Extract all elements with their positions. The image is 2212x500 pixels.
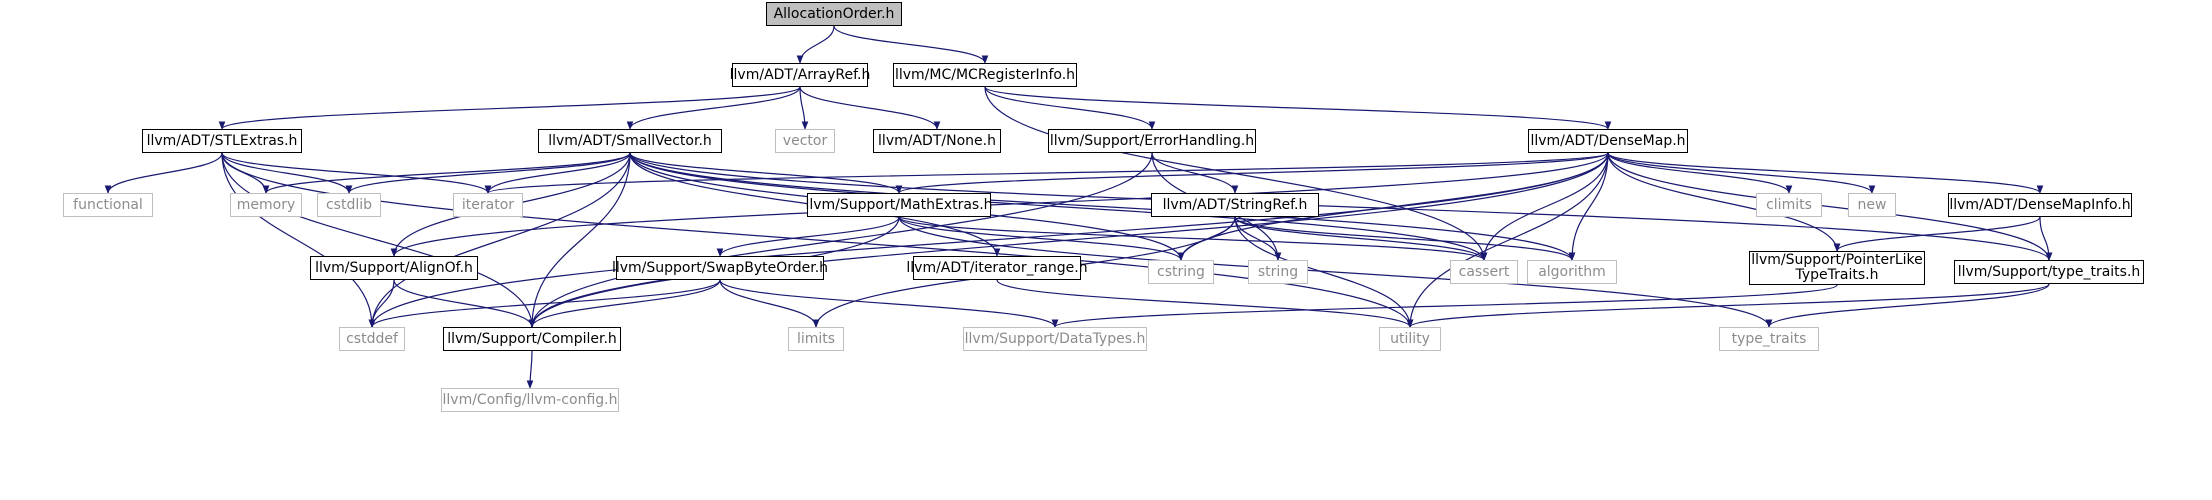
edge-errhand-to-stringref	[1151, 152, 1239, 194]
edge-alloc-to-mcreg	[833, 25, 989, 64]
node-algorithm: algorithm	[1527, 260, 1617, 284]
edge-typetraits_h-to-utility	[1406, 283, 2050, 328]
node-cstddef: cstddef	[339, 327, 405, 351]
edge-pointerlike-to-datatypes	[1051, 284, 1838, 328]
edge-densemapinfo-to-typetraits_h	[2039, 216, 2053, 261]
edge-stringref-to-utility	[1234, 216, 1414, 328]
edge-densemap-to-cstddef	[368, 152, 1609, 328]
node-cstdlib: cstdlib	[317, 193, 381, 217]
edge-arrayref-to-stlextras	[218, 86, 801, 130]
node-compiler[interactable]: llvm/Support/Compiler.h	[443, 327, 621, 351]
edge-swapbyte-to-cstddef	[368, 279, 721, 328]
node-climits: climits	[1756, 193, 1822, 217]
edge-densemap-to-densemapinfo	[1607, 152, 2044, 194]
node-utility: utility	[1379, 327, 1441, 351]
node-smallvec[interactable]: llvm/ADT/SmallVector.h	[538, 129, 722, 153]
edge-densemap-to-alignof	[390, 152, 1609, 257]
edge-smallvec-to-cassert	[629, 152, 1488, 261]
node-iterrange[interactable]: llvm/ADT/iterator_range.h	[906, 256, 1088, 280]
edge-densemap-to-algorithm	[1568, 152, 1609, 261]
node-densemap[interactable]: llvm/ADT/DenseMap.h	[1528, 129, 1688, 153]
node-mathextras[interactable]: llvm/Support/MathExtras.h	[805, 193, 993, 217]
edge-smallvec-to-algorithm	[629, 152, 1576, 261]
edge-arrayref-to-vector	[799, 86, 809, 130]
edge-stlextras-to-cstddef	[221, 152, 376, 328]
edge-stringref-to-algorithm	[1234, 216, 1576, 261]
node-cassert: cassert	[1450, 260, 1518, 284]
edge-stringref-to-cassert	[1234, 216, 1488, 261]
edge-alloc-to-arrayref	[796, 25, 835, 64]
edge-mcreg-to-errhand	[984, 86, 1156, 130]
node-mcreg[interactable]: llvm/MC/MCRegisterInfo.h	[893, 63, 1077, 87]
edge-densemap-to-pointerlike	[1607, 152, 1841, 252]
edge-swapbyte-to-limits	[719, 279, 820, 328]
node-type-traits: type_traits	[1719, 327, 1819, 351]
node-new: new	[1848, 193, 1896, 217]
edge-stlextras-to-functional	[104, 152, 223, 194]
edge-densemap-to-mathextras	[895, 152, 1609, 194]
edge-smallvec-to-cstdlib	[345, 152, 631, 194]
node-stlextras[interactable]: llvm/ADT/STLExtras.h	[142, 129, 302, 153]
edge-stlextras-to-cstdlib	[221, 152, 353, 194]
edge-densemap-to-climits	[1607, 152, 1793, 194]
edge-mathextras-to-swapbyte	[716, 216, 900, 257]
node-swapbyte[interactable]: llvm/Support/SwapByteOrder.h	[612, 256, 828, 280]
node-alloc[interactable]: AllocationOrder.h	[766, 2, 902, 26]
edge-smallvec-to-cstddef	[368, 152, 631, 328]
node-none[interactable]: llvm/ADT/None.h	[873, 129, 1001, 153]
node-limits: limits	[788, 327, 844, 351]
edge-typetraits_h-to-type_traits	[1765, 283, 2050, 328]
node-functional: functional	[63, 193, 153, 217]
edge-stlextras-to-utility	[221, 152, 1414, 328]
edge-densemap-to-compiler	[528, 152, 1609, 328]
node-errhand[interactable]: llvm/Support/ErrorHandling.h	[1048, 129, 1256, 153]
edge-iterrange-to-utility	[996, 279, 1414, 328]
edge-smallvec-to-memory	[262, 152, 631, 194]
edge-stlextras-to-compiler	[221, 152, 536, 328]
edge-swapbyte-to-datatypes	[719, 279, 1059, 328]
node-datatypes: llvm/Support/DataTypes.h	[963, 327, 1147, 351]
edge-smallvec-to-mathextras	[629, 152, 903, 194]
node-stringref[interactable]: llvm/ADT/StringRef.h	[1151, 193, 1319, 217]
edge-arrayref-to-smallvec	[626, 86, 801, 130]
edge-densemap-to-utility	[1406, 152, 1609, 328]
edge-stlextras-to-iterator	[221, 152, 492, 194]
edge-alignof-to-compiler	[393, 279, 536, 328]
edge-mcreg-to-densemap	[984, 86, 1612, 130]
edge-smallvec-to-typetraits_h	[629, 152, 2053, 261]
edge-compiler-to-llvmconfig	[526, 350, 534, 389]
edge-densemapinfo-to-pointerlike	[1833, 216, 2041, 252]
edge-swapbyte-to-compiler	[528, 279, 721, 328]
node-vector: vector	[775, 129, 835, 153]
node-densemapinfo[interactable]: llvm/ADT/DenseMapInfo.h	[1948, 193, 2132, 217]
edge-mathextras-to-cassert	[898, 216, 1488, 261]
node-cstring: cstring	[1148, 260, 1214, 284]
edge-mathextras-to-cstring	[898, 216, 1185, 261]
node-string: string	[1248, 260, 1308, 284]
edge-densemap-to-iterator	[485, 152, 1609, 194]
edge-densemap-to-cassert	[1480, 152, 1609, 261]
node-llvmconfig: llvm/Config/llvm-config.h	[441, 388, 619, 412]
node-alignof[interactable]: llvm/Support/AlignOf.h	[310, 256, 478, 280]
node-typetraits-h[interactable]: llvm/Support/type_traits.h	[1954, 260, 2144, 284]
edge-smallvec-to-iterator	[484, 152, 631, 194]
edge-errhand-to-compiler	[528, 152, 1153, 328]
node-iterator: iterator	[453, 193, 523, 217]
edge-densemap-to-new	[1607, 152, 1876, 194]
edge-arrayref-to-none	[799, 86, 941, 130]
edge-densemap-to-typetraits_h	[1607, 152, 2053, 261]
node-arrayref[interactable]: llvm/ADT/ArrayRef.h	[730, 63, 870, 87]
node-memory: memory	[230, 193, 302, 217]
